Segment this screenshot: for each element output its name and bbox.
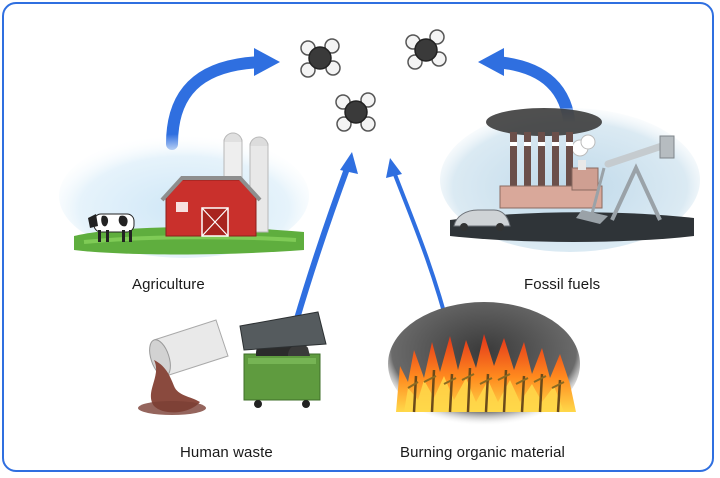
arrow-agriculture	[166, 48, 280, 150]
label-fossil-fuels: Fossil fuels	[524, 276, 601, 293]
label-burning-organic-material: Burning organic material	[400, 444, 565, 461]
factory-and-pumpjack-icon	[440, 108, 700, 252]
label-agriculture: Agriculture	[132, 276, 205, 293]
methane-molecule-icon	[405, 29, 447, 70]
label-human-waste: Human waste	[180, 444, 273, 461]
methane-molecule-icon	[300, 38, 341, 78]
burning-field-icon	[388, 302, 580, 426]
sewage-pipe-and-dumpster-icon	[138, 311, 327, 415]
methane-molecule-icon	[335, 92, 376, 132]
arrow-human-waste	[293, 152, 358, 325]
diagram-art	[59, 29, 700, 426]
diagram-frame: Agriculture Fossil fuels Human waste Bur…	[2, 2, 714, 472]
barn-and-cow-icon	[59, 132, 309, 258]
